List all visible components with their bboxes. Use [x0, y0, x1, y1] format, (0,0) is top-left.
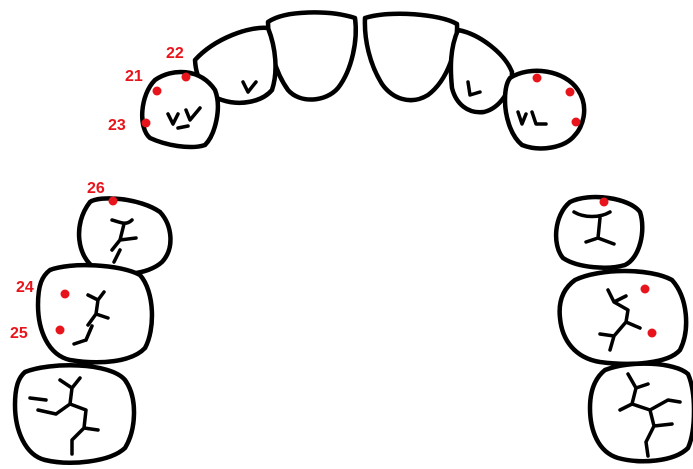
landmark-label: 21	[125, 68, 143, 85]
landmark-dot	[61, 290, 70, 299]
landmark-dot	[533, 74, 542, 83]
landmark-dot	[142, 119, 151, 128]
landmark-dot	[56, 326, 65, 335]
landmark-dot	[566, 88, 575, 97]
landmark-dot	[153, 87, 162, 96]
landmark-dot	[600, 198, 609, 207]
tooth-left-first-molar	[15, 365, 134, 462]
tooth-mark	[178, 126, 188, 128]
tooth-left-central-incisor	[268, 12, 356, 99]
landmark-dot	[572, 118, 581, 127]
landmark-dot	[109, 197, 118, 206]
landmark-label: 22	[166, 45, 184, 62]
tooth-right-second-premolar	[560, 271, 686, 364]
landmark-label: 25	[10, 325, 28, 342]
landmark-label: 23	[108, 117, 126, 134]
tooth-left-first-premolar	[79, 198, 170, 274]
landmark-dot	[182, 73, 191, 82]
landmark-label: 24	[16, 279, 34, 296]
landmark-dot	[641, 285, 650, 294]
tooth-left-canine	[142, 72, 218, 147]
tooth-right-central-incisor	[365, 14, 457, 100]
tooth-right-canine	[505, 71, 584, 149]
landmark-label: 26	[87, 180, 105, 197]
tooth-right-first-molar	[590, 364, 693, 462]
landmark-dot	[648, 329, 657, 338]
